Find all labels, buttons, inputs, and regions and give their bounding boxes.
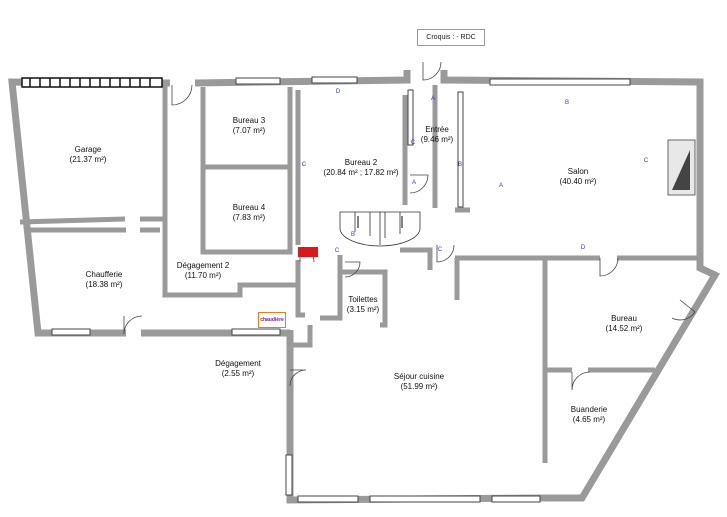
red-heater [298, 247, 318, 257]
room-label-chaufferie: Chaufferie(18.38 m²) [85, 270, 123, 289]
room-label-entree: Entrée(9.46 m²) [420, 125, 454, 144]
garage-door [21, 77, 163, 88]
wall-marker: C [437, 247, 443, 253]
wall-marker: D [335, 89, 341, 95]
room-label-bureau-4: Bureau 4(7.83 m²) [232, 203, 266, 222]
room-label-garage: Garage(21.37 m²) [69, 145, 107, 164]
wall-marker: B [457, 162, 463, 168]
plan-title: Croquis : - RDC [417, 29, 485, 46]
room-label-sejour-cuisine: Séjour cuisine(51.99 m²) [393, 372, 445, 391]
room-label-degagement-2: Dégagement 2(11.70 m²) [176, 261, 230, 280]
room-label-bureau-2: Bureau 2(20.84 m² ; 17.82 m²) [323, 158, 399, 177]
fireplace [667, 139, 696, 196]
room-label-degagement: Dégagement(2.55 m²) [215, 359, 261, 378]
wall-marker: C [410, 140, 416, 146]
boiler-label: chaudière [258, 312, 286, 328]
room-label-buanderie: Buanderie(4.65 m²) [570, 405, 608, 424]
windows [51, 76, 631, 503]
wall-marker: A [430, 96, 436, 102]
wall-marker: C [643, 158, 649, 164]
room-label-bureau-3: Bureau 3(7.07 m²) [232, 116, 266, 135]
wall-marker: D [580, 245, 586, 251]
wall-marker: A [498, 183, 504, 189]
wall-marker: B [564, 100, 570, 106]
interior-walls [19, 85, 700, 463]
room-label-salon: Salon(40.40 m²) [559, 167, 597, 186]
wall-marker: C [334, 248, 340, 254]
staircase [339, 211, 421, 247]
room-label-toilettes: Toilettes(3.15 m²) [346, 295, 380, 314]
wall-marker: B [350, 232, 356, 238]
wall-marker: A [411, 180, 417, 186]
room-label-bureau: Bureau(14.52 m²) [605, 314, 643, 333]
wall-marker: C [301, 162, 307, 168]
